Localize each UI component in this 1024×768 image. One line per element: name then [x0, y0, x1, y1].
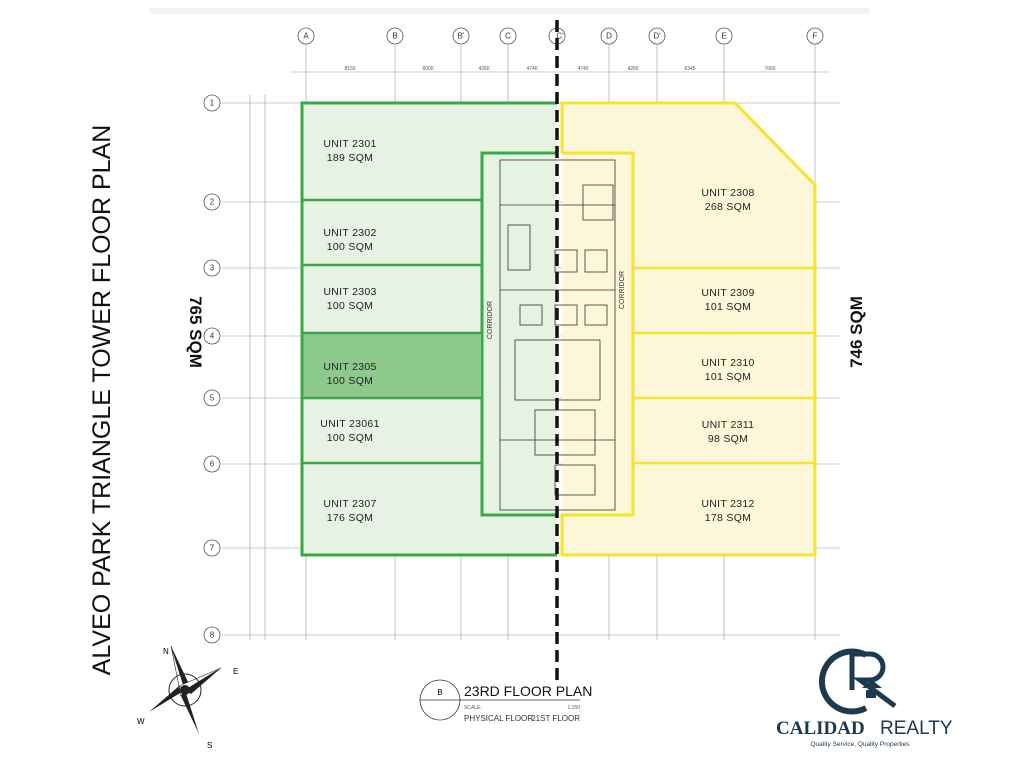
svg-text:PHYSICAL FLOOR: PHYSICAL FLOOR: [464, 714, 533, 723]
svg-text:6000: 6000: [422, 66, 433, 72]
svg-text:CALIDAD: CALIDAD: [776, 718, 865, 739]
unit-name: UNIT 2305: [323, 361, 376, 373]
calidad-realty-logo: CALIDAD REALTY Quality Service, Quality …: [776, 648, 953, 748]
left-wing-total: 765 SQM: [186, 296, 205, 368]
right-wing-total: 746 SQM: [847, 296, 866, 368]
grid-col-label: D: [606, 32, 612, 41]
svg-text:REALTY: REALTY: [880, 718, 953, 739]
grid-row-label: 8: [210, 631, 215, 640]
unit-name: UNIT 2310: [701, 357, 754, 369]
unit-name: UNIT 2312: [701, 498, 754, 510]
grid-col-label: B: [392, 32, 397, 41]
svg-text:E: E: [233, 667, 238, 676]
svg-text:21ST FLOOR: 21ST FLOOR: [531, 714, 580, 723]
unit-2305-highlight[interactable]: [302, 333, 480, 398]
unit-area: 101 SQM: [705, 301, 751, 313]
unit-area: 268 SQM: [705, 201, 751, 213]
right-wing: [560, 101, 817, 557]
unit-area: 101 SQM: [705, 371, 751, 383]
unit-name: UNIT 2302: [323, 227, 376, 239]
grid-row-label: 3: [210, 264, 215, 273]
unit-area: 100 SQM: [327, 241, 373, 253]
unit-name: UNIT 2309: [701, 287, 754, 299]
unit-area: 178 SQM: [705, 512, 751, 524]
svg-text:N: N: [163, 647, 169, 656]
top-band: [150, 8, 870, 14]
unit-area: 98 SQM: [708, 433, 748, 445]
page-title: ALVEO PARK TRIANGLE TOWER FLOOR PLAN: [88, 125, 116, 676]
grid-col-label: E: [721, 32, 726, 41]
grid-row-label: 1: [210, 99, 215, 108]
svg-text:B: B: [437, 688, 442, 697]
dimension-labels: 8150 6000 4260 4740 4740 4260 6345 7665: [344, 66, 775, 72]
grid-col-label: B': [458, 32, 465, 41]
grid-row-label: 2: [210, 198, 215, 207]
unit-area: 100 SQM: [327, 300, 373, 312]
grid-col-label: F: [813, 32, 818, 41]
compass-rose-icon: N E S W: [137, 645, 238, 750]
right-unit-labels: UNIT 2308 268 SQM UNIT 2309 101 SQM UNIT 2…: [701, 187, 754, 524]
grid-col-label: D': [653, 32, 661, 41]
grid-row-label: 4: [210, 332, 215, 341]
grid-col-label: A: [303, 32, 309, 41]
svg-text:4740: 4740: [577, 66, 588, 72]
unit-area: 176 SQM: [327, 512, 373, 524]
left-unit-labels: UNIT 2301 189 SQM UNIT 2302 100 SQM UNIT 2…: [320, 138, 379, 524]
unit-area: 100 SQM: [327, 432, 373, 444]
grid-col-label: C: [505, 32, 511, 41]
grid-row-label: 7: [210, 544, 215, 553]
svg-text:4260: 4260: [478, 66, 489, 72]
unit-name: UNIT 2311: [702, 419, 755, 431]
svg-text:S: S: [207, 741, 212, 750]
corridor-label-left: CORRIDOR: [487, 301, 494, 339]
svg-text:4740: 4740: [526, 66, 537, 72]
svg-text:W: W: [137, 717, 145, 726]
unit-name: UNIT 2303: [323, 286, 376, 298]
left-wing: [300, 101, 557, 557]
column-grid-labels: A B B' C C' D D' E F: [297, 27, 824, 45]
svg-text:8150: 8150: [344, 66, 355, 72]
unit-area: 189 SQM: [327, 152, 373, 164]
plan-title: 23RD FLOOR PLAN: [464, 683, 592, 699]
unit-name: UNIT 2301: [323, 138, 376, 150]
corridor-label-right: CORRIDOR: [619, 271, 626, 309]
grid-col-label: C': [556, 32, 564, 41]
svg-text:SCALE:: SCALE:: [464, 705, 482, 711]
svg-text:7665: 7665: [764, 66, 775, 72]
svg-text:Quality Service, Quality Prope: Quality Service, Quality Properties: [811, 741, 911, 748]
unit-name: UNIT 2308: [701, 187, 754, 199]
svg-text:6345: 6345: [684, 66, 695, 72]
unit-area: 100 SQM: [327, 375, 373, 387]
unit-name: UNIT 23061: [320, 418, 379, 430]
plan-title-block: B 23RD FLOOR PLAN SCALE: 1:150 PHYSICAL …: [419, 679, 592, 723]
grid-row-label: 6: [210, 460, 215, 469]
svg-text:1:150: 1:150: [567, 705, 580, 711]
unit-name: UNIT 2307: [323, 498, 376, 510]
row-grid-labels: 1 2 3 4 5 6 7 8: [203, 94, 221, 644]
grid-row-label: 5: [210, 394, 215, 403]
svg-text:4260: 4260: [627, 66, 638, 72]
